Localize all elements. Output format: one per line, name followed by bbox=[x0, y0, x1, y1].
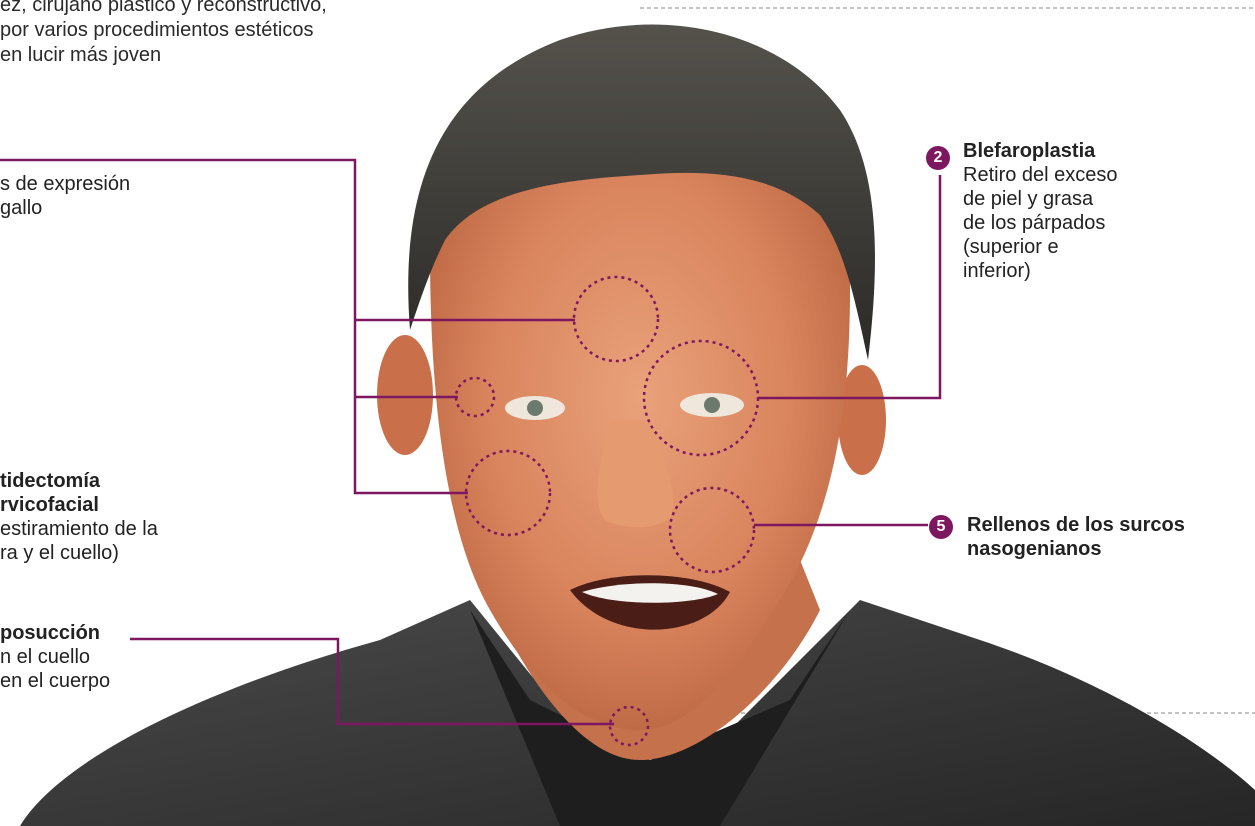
number-badge-5: 5 bbox=[929, 515, 953, 539]
intro-paragraph: ez, cirujano plástico y reconstructivo, … bbox=[0, 0, 420, 68]
label-liposuccion: posucción n el cuello en el cuerpo bbox=[0, 621, 110, 693]
label-blefaroplastia-line: de los párpados bbox=[963, 212, 1106, 234]
label-liposuccion-line: n el cuello bbox=[0, 646, 91, 668]
label-rellenos-title: Rellenos de los surcos bbox=[967, 514, 1185, 536]
label-liposuccion-title: posucción bbox=[0, 622, 101, 644]
label-blefaroplastia: Blefaroplastia Retiro del exceso de piel… bbox=[963, 139, 1118, 283]
label-ritidectomia: tidectomía rvicofacial estiramiento de l… bbox=[0, 469, 158, 565]
label-ritidectomia-line: ra y el cuello) bbox=[0, 542, 119, 564]
leader-blefaroplastia bbox=[758, 175, 942, 400]
number-badge-2: 2 bbox=[926, 146, 950, 170]
target-circle-mejilla bbox=[464, 449, 552, 537]
target-circle-frente bbox=[572, 275, 660, 363]
shirt-shape bbox=[470, 610, 850, 826]
right-ear bbox=[838, 365, 886, 475]
label-ritidectomia-title: rvicofacial bbox=[0, 494, 99, 516]
target-circle-cuello bbox=[608, 705, 650, 747]
label-rellenos: Rellenos de los surcos nasogenianos bbox=[967, 513, 1185, 561]
intro-line: ez, cirujano plástico y reconstructivo, bbox=[0, 0, 327, 16]
target-circle-parpados bbox=[642, 339, 760, 457]
target-circle-patas-gallo bbox=[454, 376, 496, 418]
teeth-shape bbox=[582, 583, 718, 603]
target-circle-surcos bbox=[668, 486, 756, 574]
label-ritidectomia-line: estiramiento de la bbox=[0, 518, 158, 540]
leader-liposuccion bbox=[130, 637, 614, 726]
label-liposuccion-line: en el cuerpo bbox=[0, 670, 111, 692]
intro-line: por varios procedimientos estéticos bbox=[0, 19, 314, 41]
label-ritidectomia-title: tidectomía bbox=[0, 470, 101, 492]
label-blefaroplastia-line: Retiro del exceso bbox=[963, 164, 1118, 186]
label-rellenos-title: nasogenianos bbox=[967, 538, 1102, 560]
label-blefaroplastia-line: de piel y grasa bbox=[963, 188, 1094, 210]
label-expresion-line: gallo bbox=[0, 197, 43, 219]
leader-expresion bbox=[0, 158, 468, 495]
hair-shape bbox=[408, 24, 875, 360]
nose-shape bbox=[597, 420, 674, 528]
intro-line: en lucir más joven bbox=[0, 44, 162, 66]
label-expresion: s de expresión gallo bbox=[0, 172, 130, 220]
label-blefaroplastia-line: inferior) bbox=[963, 260, 1031, 282]
label-expresion-line: s de expresión bbox=[0, 173, 131, 195]
suit-shape bbox=[20, 600, 1255, 826]
label-blefaroplastia-line: (superior e bbox=[963, 236, 1059, 258]
left-ear bbox=[377, 335, 433, 455]
label-blefaroplastia-title: Blefaroplastia bbox=[963, 140, 1096, 162]
